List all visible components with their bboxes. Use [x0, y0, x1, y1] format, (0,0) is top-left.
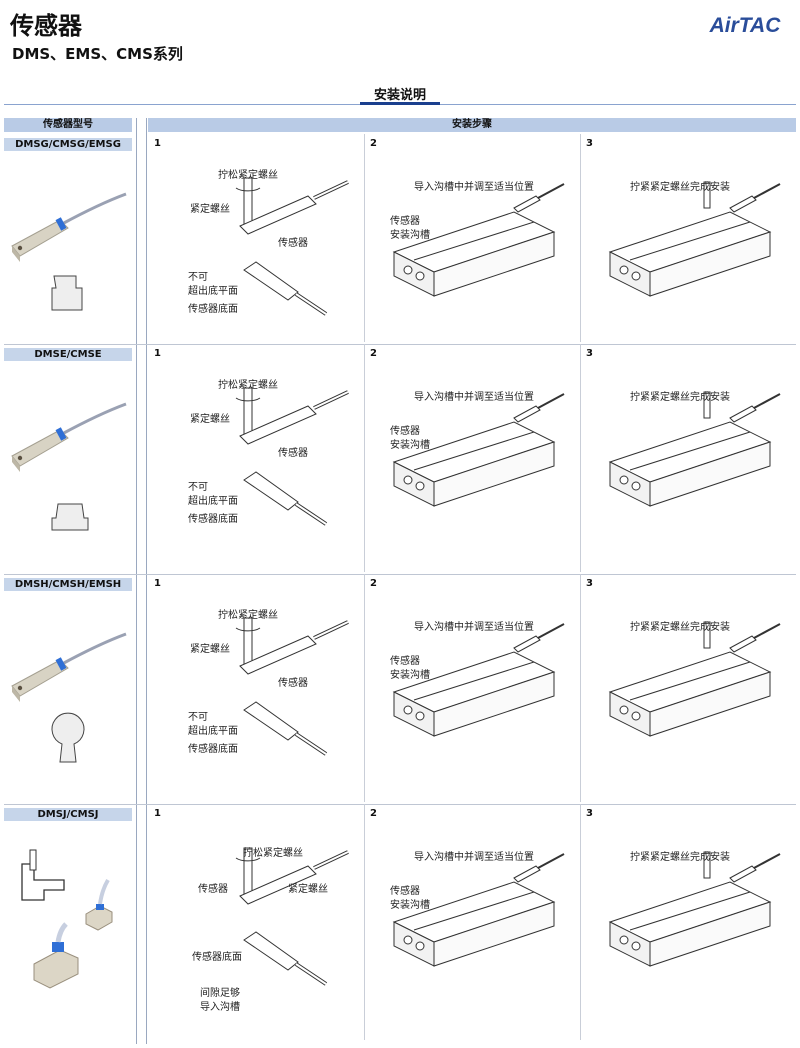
model-label: DMSJ/CMSJ	[4, 808, 132, 821]
install-step-illustration	[608, 621, 781, 737]
step-caption: 拧松紧定螺丝	[218, 380, 278, 391]
step-caption: 传感器	[198, 884, 228, 895]
install-step-illustration	[235, 847, 349, 986]
step-caption: 拧紧紧定螺丝完成安装	[630, 182, 730, 193]
step-caption: 传感器	[390, 886, 420, 897]
install-step-illustration	[608, 391, 781, 507]
step-number: 3	[586, 578, 593, 589]
step-caption: 紧定螺丝	[190, 414, 230, 425]
step-caption: 不可	[188, 712, 208, 723]
step-caption: 导入沟槽中并调至适当位置	[414, 182, 534, 193]
sensor-product-image	[11, 402, 127, 531]
step-number: 1	[154, 138, 161, 149]
step-number: 3	[586, 138, 593, 149]
step-caption: 传感器底面	[192, 952, 242, 963]
step-number: 3	[586, 808, 593, 819]
sensor-product-image	[11, 192, 127, 311]
model-label: DMSH/CMSH/EMSH	[4, 578, 132, 591]
step-number: 3	[586, 348, 593, 359]
step-number: 1	[154, 348, 161, 359]
step-caption: 拧松紧定螺丝	[218, 610, 278, 621]
row-separator	[4, 344, 796, 345]
step-caption: 导入沟槽中并调至适当位置	[414, 392, 534, 403]
section-divider-accent	[360, 102, 440, 105]
install-step-illustration	[235, 617, 349, 756]
step-caption: 安装沟槽	[390, 230, 430, 241]
step-caption: 超出底平面	[188, 496, 238, 507]
step-caption: 传感器	[278, 448, 308, 459]
install-step-illustration	[608, 851, 781, 967]
series-subtitle: DMS、EMS、CMS系列	[12, 45, 183, 63]
step-caption: 安装沟槽	[390, 670, 430, 681]
sensor-product-image	[11, 632, 127, 763]
step-caption: 传感器	[278, 678, 308, 689]
install-step-illustration	[608, 181, 781, 297]
step-caption: 安装沟槽	[390, 900, 430, 911]
row-separator	[4, 804, 796, 805]
step-divider	[364, 344, 365, 572]
step-divider	[580, 574, 581, 802]
airtac-logo: AirTAC	[696, 14, 794, 36]
step-caption: 导入沟槽	[200, 1002, 240, 1013]
step-divider	[580, 804, 581, 1040]
step-number: 2	[370, 348, 377, 359]
section-title: 安装说明	[373, 88, 426, 103]
step-number: 1	[154, 578, 161, 589]
step-caption: 拧松紧定螺丝	[218, 170, 278, 181]
step-caption: 传感器	[390, 656, 420, 667]
install-step-illustration	[392, 853, 565, 967]
model-label: DMSE/CMSE	[4, 348, 132, 361]
step-divider	[580, 344, 581, 572]
page-title: 传感器	[10, 12, 82, 40]
install-step-illustration	[392, 183, 565, 297]
step-caption: 紧定螺丝	[190, 644, 230, 655]
step-caption: 间隙足够	[200, 988, 240, 999]
column-divider	[136, 118, 137, 1044]
step-caption: 拧紧紧定螺丝完成安装	[630, 622, 730, 633]
step-caption: 超出底平面	[188, 286, 238, 297]
step-caption: 不可	[188, 272, 208, 283]
column-header-model: 传感器型号	[4, 118, 132, 132]
step-caption: 传感器底面	[188, 304, 238, 315]
step-caption: 导入沟槽中并调至适当位置	[414, 622, 534, 633]
sensor-product-image	[21, 849, 113, 989]
step-divider	[364, 804, 365, 1040]
step-caption: 传感器	[390, 216, 420, 227]
install-step-illustration	[392, 393, 565, 507]
model-label: DMSG/CMSG/EMSG	[4, 138, 132, 151]
step-caption: 拧紧紧定螺丝完成安装	[630, 392, 730, 403]
step-number: 2	[370, 808, 377, 819]
step-caption: 导入沟槽中并调至适当位置	[414, 852, 534, 863]
step-divider	[580, 134, 581, 342]
column-header-steps: 安装步骤	[148, 118, 796, 132]
step-divider	[364, 574, 365, 802]
step-caption: 不可	[188, 482, 208, 493]
step-caption: 拧紧紧定螺丝完成安装	[630, 852, 730, 863]
step-number: 2	[370, 578, 377, 589]
step-number: 1	[154, 808, 161, 819]
step-caption: 超出底平面	[188, 726, 238, 737]
step-caption: 传感器	[390, 426, 420, 437]
column-divider	[146, 118, 147, 1044]
step-caption: 安装沟槽	[390, 440, 430, 451]
step-caption: 紧定螺丝	[288, 884, 328, 895]
step-caption: 传感器	[278, 238, 308, 249]
install-step-illustration	[235, 387, 349, 526]
step-number: 2	[370, 138, 377, 149]
step-divider	[364, 134, 365, 342]
step-caption: 传感器底面	[188, 514, 238, 525]
step-caption: 拧松紧定螺丝	[243, 848, 303, 859]
install-step-illustration	[235, 177, 349, 316]
svg-text:AirTAC: AirTAC	[709, 14, 782, 36]
step-caption: 传感器底面	[188, 744, 238, 755]
step-caption: 紧定螺丝	[190, 204, 230, 215]
install-step-illustration	[392, 623, 565, 737]
row-separator	[4, 574, 796, 575]
